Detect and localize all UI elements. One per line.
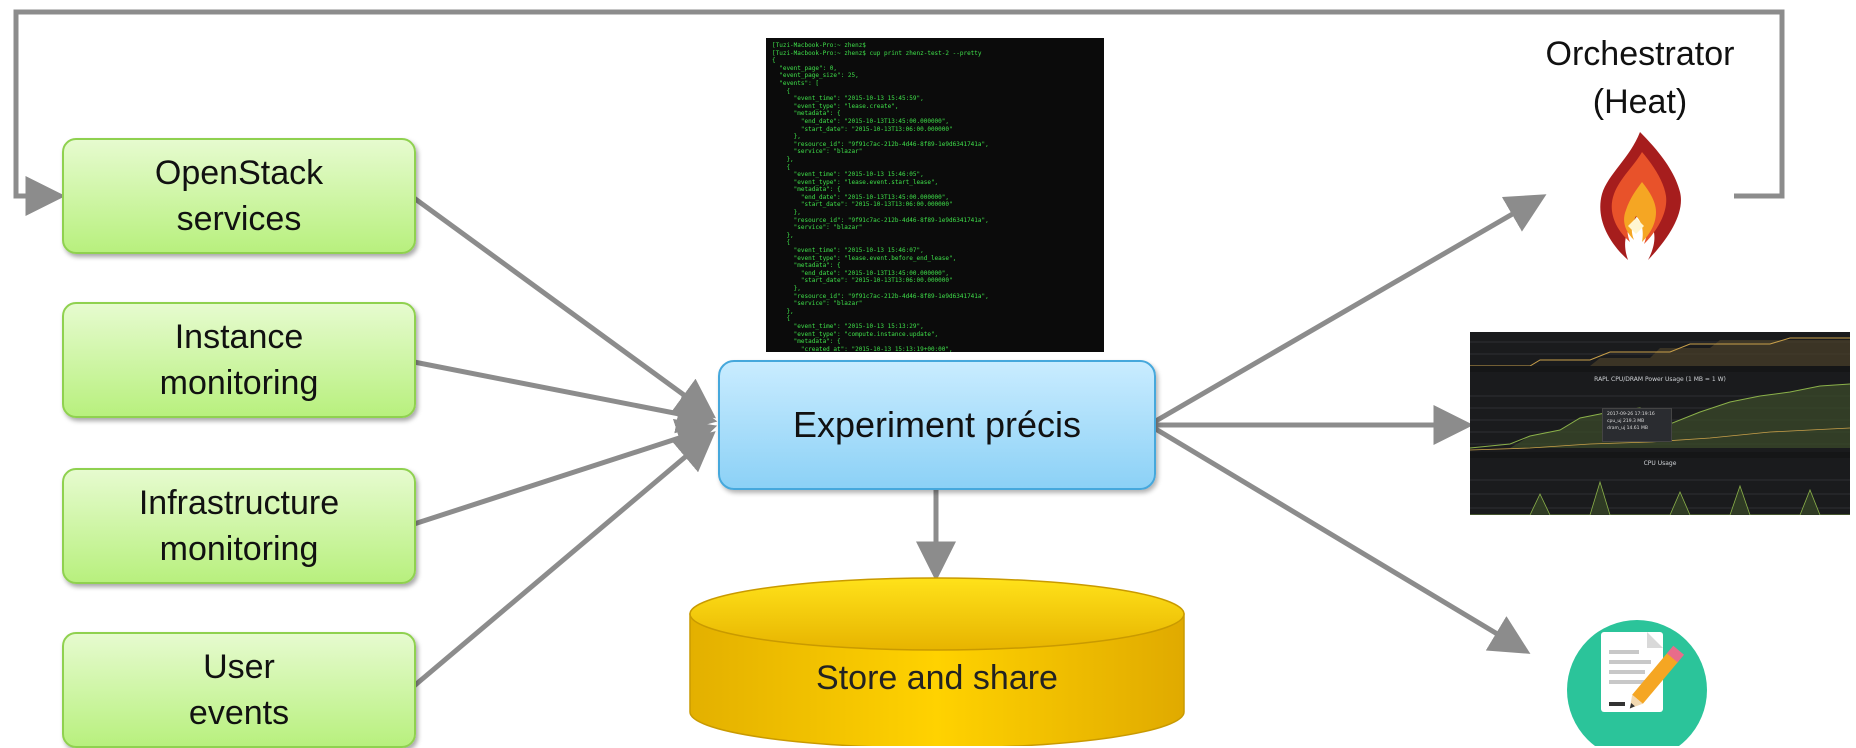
terminal-line: "event_type": "lease.event.before_end_le… <box>772 254 957 262</box>
terminal-line: "metadata": { <box>772 338 841 346</box>
tooltip-row-cpu: cpu_uj 219.3 MB <box>1607 418 1667 425</box>
terminal-command-line: [Tuzi-Macbook-Pro:~ zhenz$ cup print zhe… <box>772 49 982 57</box>
source-label-line1: Infrastructure <box>138 484 340 522</box>
dashboard-graphs <box>1470 337 1850 515</box>
terminal-line: { <box>772 87 791 95</box>
terminal-line: "end_date": "2015-10-13T13:45:00.000000"… <box>772 193 950 201</box>
terminal-line: { <box>772 239 791 247</box>
terminal-line: "metadata": { <box>772 262 841 270</box>
terminal-line: "service": "blazar" <box>772 224 863 232</box>
arrow-precis-to-orchestrator <box>1152 194 1547 425</box>
report-icon <box>1567 620 1707 746</box>
store-and-share-label: Store and share <box>816 658 1058 697</box>
terminal-line: }, <box>772 209 801 217</box>
terminal-line: "event_time": "2015-10-13 15:13:29", <box>772 322 924 330</box>
tooltip-row-cpu-name: cpu_uj <box>1607 419 1622 424</box>
source-label-line2: events <box>188 694 290 732</box>
store-cylinder <box>689 577 1185 746</box>
terminal-line: "service": "blazar" <box>772 300 863 308</box>
terminal-line: "resource_id": "9f91c7ac-212b-4d46-8f89-… <box>772 292 989 300</box>
terminal-line: "created_at": "2015-10-13 15:13:19+00:00… <box>772 345 953 352</box>
terminal-line: "metadata": { <box>772 110 841 118</box>
terminal-line: "resource_id": "9f91c7ac-212b-4d46-8f89-… <box>772 216 989 224</box>
terminal-line: "event_time": "2015-10-13 15:46:05", <box>772 171 924 179</box>
experiment-precis-label: Experiment précis <box>792 404 1082 445</box>
terminal-line: "event_type": "compute.instance.update", <box>772 330 939 338</box>
terminal-line: "event_type": "lease.event.start_lease", <box>772 178 939 186</box>
dashboard-panel1-title: RAPL CPU/DRAM Power Usage (1 MB = 1 W) <box>1594 376 1726 383</box>
terminal-line: { <box>772 163 791 171</box>
terminal-line: "event_time": "2015-10-13 15:46:07", <box>772 247 924 255</box>
arrow-instance-to-precis <box>413 359 718 434</box>
terminal-line: "events": [ <box>772 79 819 87</box>
terminal-output: { "event_page": 0, "event_page_size": 25… <box>772 57 1098 352</box>
terminal-line: "start_date": "2015-10-13T13:06:00.00000… <box>772 201 953 209</box>
dashboard-panel2-title: CPU Usage <box>1643 460 1677 467</box>
orchestrator-label-line1: Orchestrator <box>1545 35 1735 73</box>
arrow-user-to-precis <box>412 431 716 688</box>
source-user-events: User events <box>62 632 416 748</box>
orchestrator-label: Orchestrator (Heat) <box>1500 30 1780 126</box>
terminal-line: "resource_id": "9f91c7ac-212b-4d46-8f89-… <box>772 140 989 148</box>
terminal-line: "end_date": "2015-10-13T13:45:00.000000"… <box>772 269 950 277</box>
tooltip-row-cpu-value: 219.3 MB <box>1622 419 1645 424</box>
terminal-line: "event_page": 0, <box>772 64 838 72</box>
arrow-infrastructure-to-precis <box>413 419 718 527</box>
source-infrastructure-monitoring: Infrastructure monitoring <box>62 468 416 584</box>
source-label-line1: Instance <box>174 318 304 356</box>
source-instance-monitoring: Instance monitoring <box>62 302 416 418</box>
terminal-line: { <box>772 57 776 65</box>
heat-flame-icon <box>1600 132 1681 260</box>
terminal-line: "event_page_size": 25, <box>772 72 859 80</box>
terminal-line: }, <box>772 155 794 163</box>
source-label-line1: User <box>203 648 275 686</box>
store-and-share-label-wrap: Store and share <box>690 642 1184 714</box>
terminal-line: "service": "blazar" <box>772 148 863 156</box>
arrow-precis-to-report <box>1152 425 1531 654</box>
terminal-line: "start_date": "2015-10-13T13:06:00.00000… <box>772 277 953 285</box>
terminal-line: { <box>772 315 791 323</box>
experiment-precis-node: Experiment précis <box>718 360 1156 490</box>
source-label-line1: OpenStack <box>154 154 324 192</box>
terminal-prompt-line: [Tuzi-Macbook-Pro:~ zhenz$ <box>772 42 866 49</box>
terminal-line: }, <box>772 133 801 141</box>
terminal-screenshot: [Tuzi-Macbook-Pro:~ zhenz$ [Tuzi-Macbook… <box>766 38 1104 352</box>
source-openstack-services: OpenStack services <box>62 138 416 254</box>
terminal-line: "event_time": "2015-10-13 15:45:59", <box>772 95 924 103</box>
terminal-line: "start_date": "2015-10-13T13:06:00.00000… <box>772 125 953 133</box>
terminal-line: }, <box>772 231 794 239</box>
terminal-line: "end_date": "2015-10-13T13:45:00.000000"… <box>772 117 950 125</box>
tooltip-time: 2017-09-26 17:19:16 <box>1607 412 1655 417</box>
source-label-line2: monitoring <box>159 364 319 402</box>
source-label-line2: services <box>176 200 302 238</box>
dashboard-tooltip: 2017-09-26 17:19:16 cpu_uj 219.3 MB dram… <box>1602 408 1672 442</box>
source-label-line2: monitoring <box>159 530 319 568</box>
terminal-line: "event_type": "lease.create", <box>772 102 899 110</box>
tooltip-row-dram-name: dram_uj <box>1607 426 1626 431</box>
feedback-loop-arrow <box>13 9 1785 216</box>
terminal-line: }, <box>772 307 794 315</box>
arrow-openstack-to-precis <box>412 195 717 419</box>
tooltip-row-dram-value: 14.61 MB <box>1626 426 1648 431</box>
terminal-line: }, <box>772 285 801 292</box>
monitoring-dashboard-screenshot: RAPL CPU/DRAM Power Usage (1 MB = 1 W) C… <box>1470 332 1850 515</box>
orchestrator-label-line2: (Heat) <box>1592 83 1688 121</box>
terminal-line: "metadata": { <box>772 186 841 194</box>
tooltip-row-dram: dram_uj 14.61 MB <box>1607 425 1667 432</box>
